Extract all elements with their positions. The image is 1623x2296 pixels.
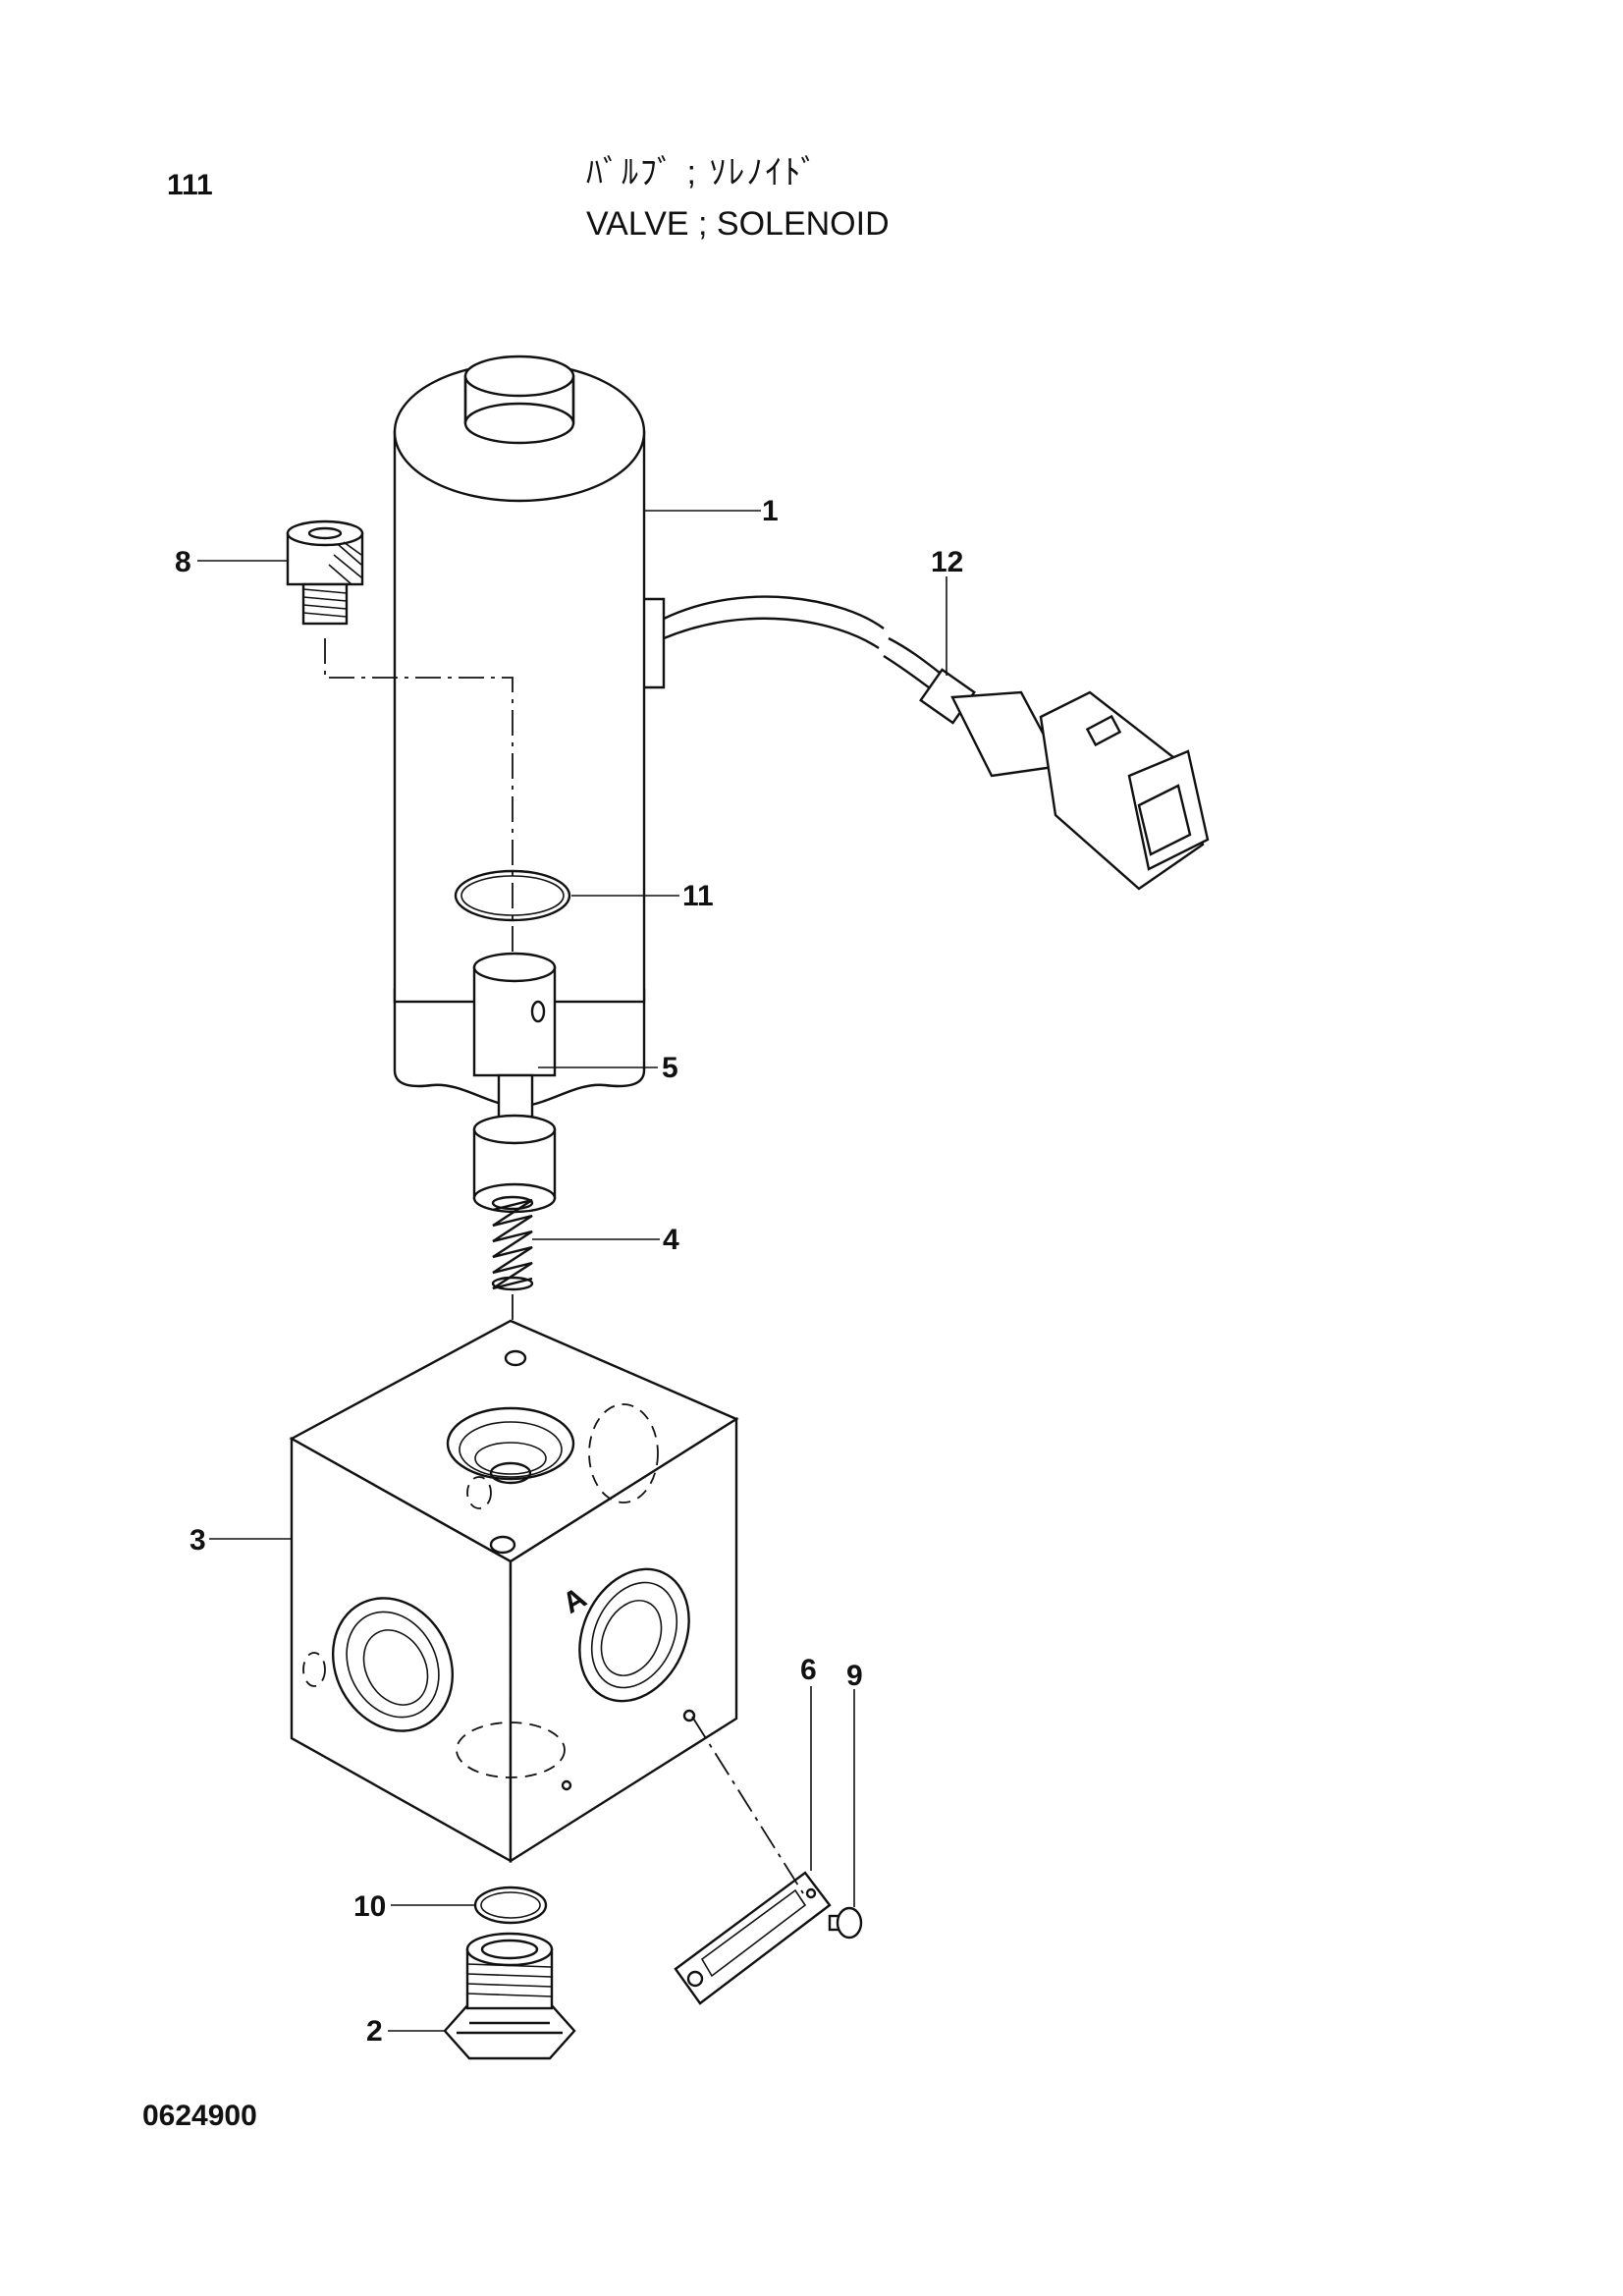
callout-10: 10: [353, 1890, 386, 1923]
spool: [472, 952, 658, 1214]
nameplate: [674, 1686, 832, 2005]
page-number: 111: [167, 169, 213, 201]
valve-body: [209, 1319, 739, 1864]
title-block: ﾊﾞﾙﾌﾞ ; ｿﾚﾉｲﾄﾞ VALVE ; SOLENOID: [586, 147, 890, 249]
callout-5: 5: [662, 1052, 678, 1084]
spring: [491, 1195, 660, 1434]
callout-9: 9: [846, 1660, 863, 1692]
callout-1: 1: [762, 495, 779, 527]
callout-3: 3: [189, 1524, 206, 1557]
socket-screw: [197, 519, 514, 972]
o-ring-small: [391, 1886, 548, 1925]
title-japanese: ﾊﾞﾙﾌﾞ ; ｿﾚﾉｲﾄﾞ: [586, 154, 820, 191]
callout-labels: 1 2 3 4 5 6 8 9 10 11 12: [175, 495, 963, 2048]
title-english: VALVE ; SOLENOID: [586, 205, 890, 243]
drawing-code: 0624900: [142, 2100, 257, 2132]
callout-4: 4: [663, 1224, 679, 1256]
plug: [388, 1932, 576, 2060]
harness-connector: [663, 576, 1210, 891]
drive-screw: [828, 1689, 863, 1940]
callout-12: 12: [931, 546, 963, 578]
callout-2: 2: [366, 2015, 383, 2048]
solenoid-coil: [393, 355, 761, 1109]
callout-8: 8: [175, 546, 191, 578]
o-ring-large: [454, 869, 679, 922]
callout-6: 6: [800, 1654, 817, 1686]
callout-11: 11: [682, 880, 714, 912]
